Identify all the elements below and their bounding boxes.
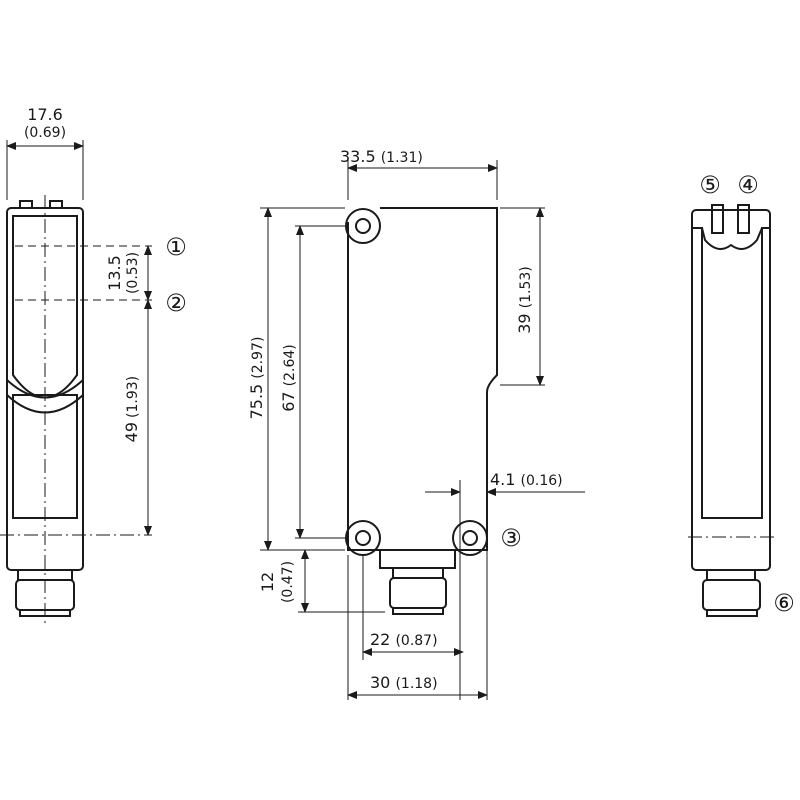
upper-height-label: 39 (1.53) xyxy=(515,266,534,334)
hole-spacing-label: 67 (2.64) xyxy=(279,344,298,412)
base-width-label: 30 (1.18) xyxy=(370,673,438,692)
offset-label: 4.1 (0.16) xyxy=(490,470,563,489)
height-mm-label: 49 xyxy=(122,422,141,442)
height-in-label: (1.93) xyxy=(125,376,141,418)
width-in-label: (0.69) xyxy=(24,125,66,141)
optical-axis-in-label: (0.53) xyxy=(125,252,141,294)
width-label: 33.5 (1.31) xyxy=(340,147,423,166)
width-mm-label: 17.6 xyxy=(27,105,63,124)
connector-height-mm-label: 12 xyxy=(258,572,277,592)
side-view-left: 17.6 (0.69) 13.5 (0.53) 49 (1.93) ① ② xyxy=(0,105,187,625)
optical-axis-mm-label: 13.5 xyxy=(105,255,124,291)
callout-1: ① xyxy=(165,233,187,261)
front-view: 33.5 (1.31) 75.5 (2.97) 67 (2.64) 39 (1.… xyxy=(247,147,585,700)
connector-height-in-label: (0.47) xyxy=(280,561,296,603)
total-height-label: 75.5 (2.97) xyxy=(247,337,266,420)
callout-3: ③ xyxy=(500,524,522,552)
callout-4: ④ xyxy=(737,171,759,199)
callout-2: ② xyxy=(165,289,187,317)
callout-6: ⑥ xyxy=(773,589,795,617)
hole-distance-label: 22 (0.87) xyxy=(370,630,438,649)
callout-5: ⑤ xyxy=(699,171,721,199)
side-view-right: ⑤ ④ ⑥ xyxy=(688,171,795,617)
